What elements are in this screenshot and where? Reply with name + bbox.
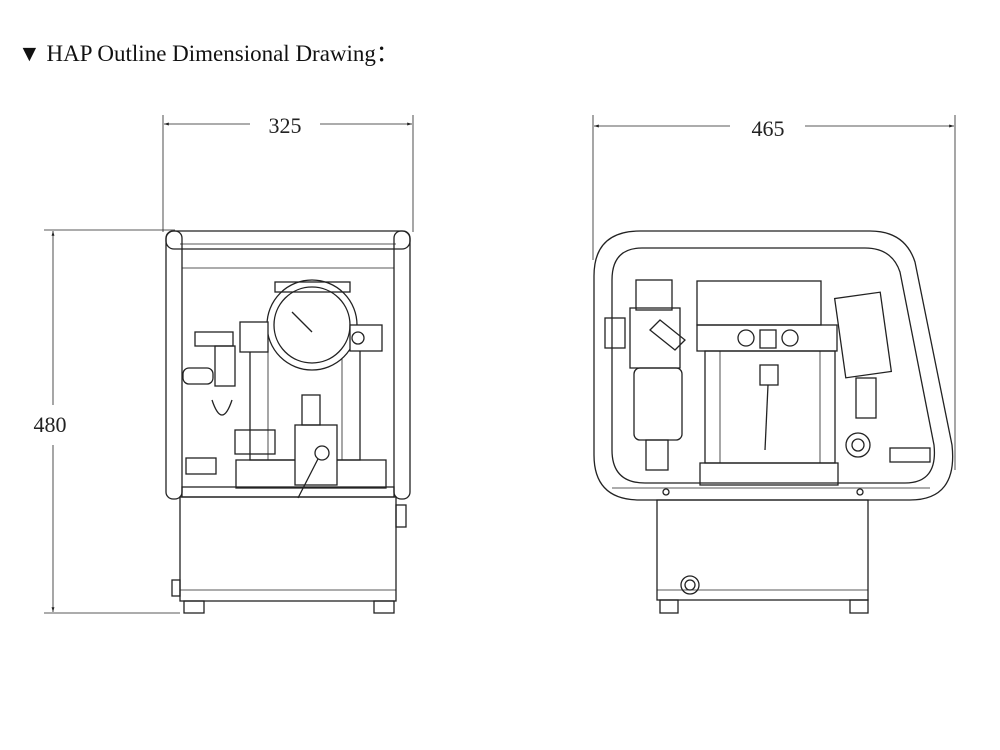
height-label: 480 (34, 412, 67, 437)
width-dimension: 325 (162, 113, 414, 232)
height-dimension: 480 (34, 229, 180, 614)
side-view: 465 (592, 115, 956, 614)
drawing-title: ▼ HAP Outline Dimensional Drawing： (18, 41, 399, 66)
front-view: 325 480 (34, 113, 414, 614)
depth-dimension: 465 (592, 115, 956, 470)
depth-label: 465 (752, 116, 785, 141)
width-label: 325 (269, 113, 302, 138)
